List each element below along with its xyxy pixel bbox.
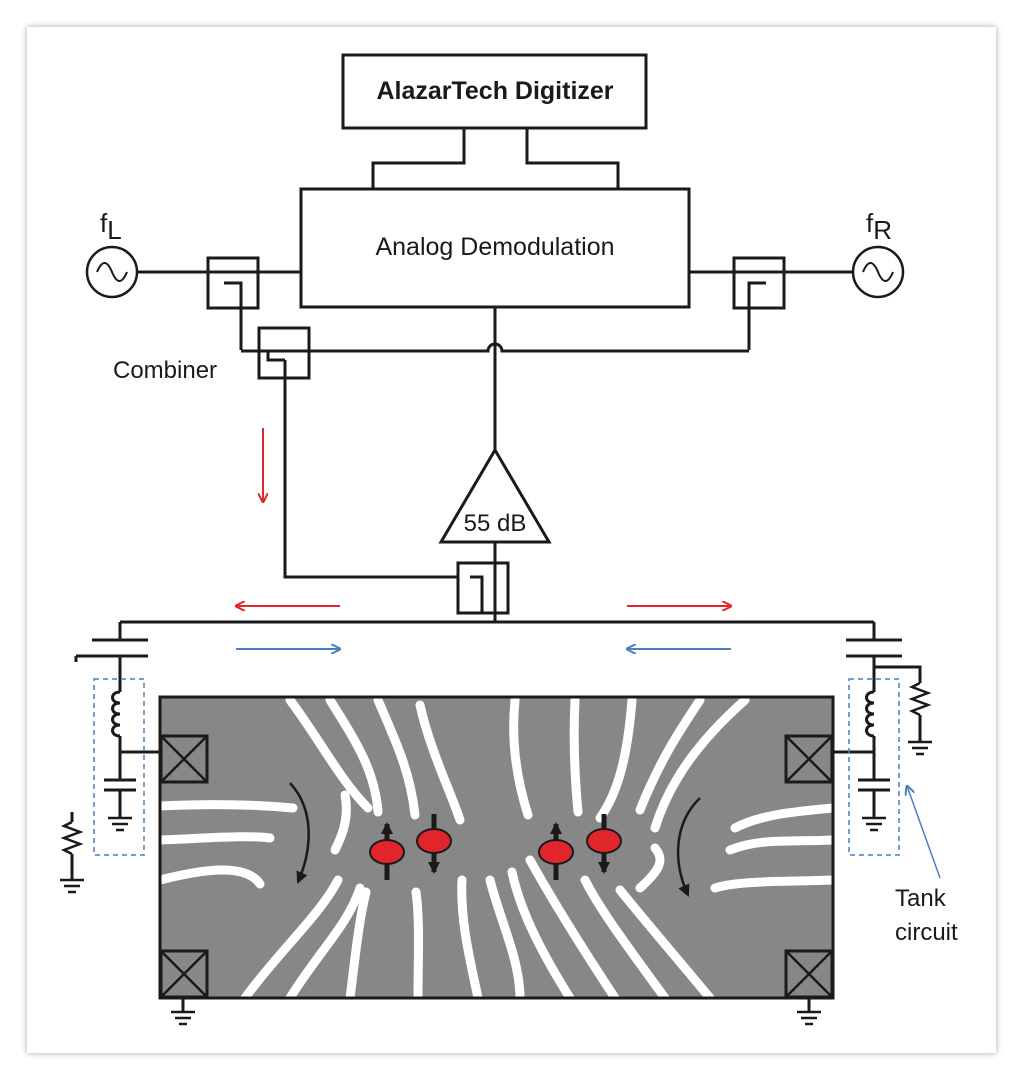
inductor-icon (865, 690, 875, 738)
tank-label-line2: circuit (895, 919, 958, 946)
digitizer-box: AlazarTech Digitizer (341, 53, 648, 130)
tank-box-left (93, 678, 145, 856)
quantum-dot-device (158, 695, 835, 1000)
resistor-left (60, 656, 84, 894)
probe-feed-line (283, 360, 484, 612)
source-right: fR (851, 208, 905, 299)
source-left: fL (85, 208, 139, 299)
amplifier: 55 dB (438, 447, 552, 544)
digitizer-label: AlazarTech Digitizer (376, 77, 613, 105)
demodulation-label: Analog Demodulation (375, 233, 614, 261)
contact-pad-top-left (159, 734, 209, 784)
resistor-icon (60, 820, 84, 856)
spin-dot-4 (586, 814, 622, 874)
coupler-sample (456, 542, 510, 622)
tank-pointer-arrow (907, 786, 941, 879)
combiner-label: Combiner (113, 357, 217, 384)
tank-circuit-left (76, 622, 160, 856)
contact-pad-top-right (784, 734, 834, 784)
sine-icon (96, 262, 128, 282)
source-left-label: fL (100, 208, 122, 245)
tank-box-right (848, 678, 900, 856)
spin-dot-3 (538, 822, 574, 880)
resistor-icon (908, 681, 932, 717)
demodulation-box: Analog Demodulation (299, 187, 691, 309)
coupler-right (689, 256, 853, 350)
current-arrow-right (676, 797, 701, 897)
spin-dot-1 (369, 822, 405, 880)
source-right-label: fR (866, 208, 892, 245)
inductor-icon (111, 690, 121, 738)
gate-electrodes (160, 697, 833, 998)
spin-dot-2 (416, 814, 452, 874)
contact-pad-bottom-left (159, 949, 209, 1026)
digitizer-link-left (371, 128, 466, 189)
combiner: Combiner (113, 326, 311, 384)
resistor-right (874, 665, 932, 756)
tank-circuit-right (833, 622, 902, 856)
coupler-left (137, 256, 301, 350)
contact-pad-bottom-right (784, 949, 834, 1026)
amplifier-gain-label: 55 dB (464, 510, 527, 537)
sine-icon (862, 262, 894, 282)
digitizer-link-right (525, 128, 620, 189)
current-arrow-left (289, 782, 310, 884)
tank-label-line1: Tank (895, 885, 947, 912)
